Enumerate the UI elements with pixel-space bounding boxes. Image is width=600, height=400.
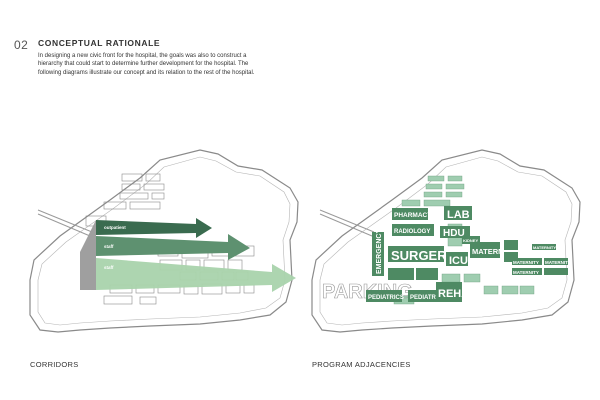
- program-block: [462, 236, 480, 244]
- program-block: [504, 240, 518, 250]
- program-block: [446, 252, 468, 266]
- program-label: REHAB: [438, 288, 477, 300]
- program-block: [366, 290, 402, 302]
- section-title: CONCEPTUAL RATIONALE: [38, 38, 161, 48]
- program-block: [436, 282, 462, 302]
- section-number: 02: [14, 38, 29, 52]
- program-label: EMERGENCY: [376, 229, 383, 274]
- program-block: [388, 246, 444, 262]
- entry-road: [319, 209, 375, 233]
- arrow-label: staff: [104, 244, 114, 249]
- program-label: MATERNITY: [533, 245, 556, 250]
- site-outline: [311, 149, 581, 333]
- diagram-caption-corridors: CORRIDORS: [30, 360, 79, 369]
- program-label: PEDIATRICS: [368, 295, 404, 301]
- arrow-label: staff: [104, 265, 114, 270]
- site-outline: [29, 149, 299, 333]
- corridor-arrow-staff-lower: [96, 258, 296, 292]
- main-building: [80, 220, 96, 290]
- program-block: [392, 208, 428, 220]
- program-label: KIDNEY: [463, 238, 478, 243]
- program-blocks: PHARMACY LAB RADIOLOGY HDU EMERGENCY SUR…: [366, 206, 571, 302]
- program-block: [372, 232, 384, 276]
- program-block: [532, 244, 556, 250]
- program-label: RADIOLOGY: [394, 229, 430, 235]
- program-block: [544, 268, 568, 275]
- program-block: [504, 252, 518, 262]
- program-block: [408, 290, 442, 302]
- arrow-label: outpatient: [104, 225, 126, 230]
- program-block: [416, 268, 438, 280]
- entry-road: [37, 213, 91, 237]
- program-label: HDU: [443, 228, 465, 239]
- program-block: [444, 206, 472, 220]
- program-label: MATERNITY: [545, 260, 571, 265]
- program-block: [512, 258, 542, 265]
- program-block: [512, 268, 542, 275]
- program-label: MATERNITY: [472, 247, 515, 256]
- corridor-arrow-outpatient: [96, 218, 212, 238]
- program-label: ICU: [449, 255, 468, 267]
- program-adjacencies-diagram: PARKING PHARMACY LAB RADIOLOGY HDU EMERG…: [311, 149, 581, 333]
- program-label: PHARMACY: [394, 212, 432, 219]
- program-label: LAB: [447, 209, 470, 221]
- entry-road: [319, 213, 373, 237]
- entry-road: [37, 209, 93, 233]
- diagram-caption-program-adjacencies: PROGRAM ADJACENCIES: [312, 360, 411, 369]
- program-block: [440, 226, 470, 238]
- program-label: PEDIATRICS: [410, 295, 446, 301]
- program-label: MATERNITY: [513, 260, 539, 265]
- program-label: MATERNITY: [513, 270, 539, 275]
- program-block: [388, 268, 414, 280]
- section-body-text: In designing a new civic front for the h…: [38, 53, 255, 76]
- program-block: [544, 258, 568, 265]
- corridors-diagram: outpatient staff staff: [29, 149, 299, 333]
- program-block: [470, 242, 500, 258]
- program-block: [392, 224, 434, 236]
- program-label: SURGERY: [391, 248, 455, 263]
- site-plans: outpatient staff staff PARKING PHARMACY …: [29, 149, 581, 333]
- corridor-arrow-staff: [96, 234, 250, 260]
